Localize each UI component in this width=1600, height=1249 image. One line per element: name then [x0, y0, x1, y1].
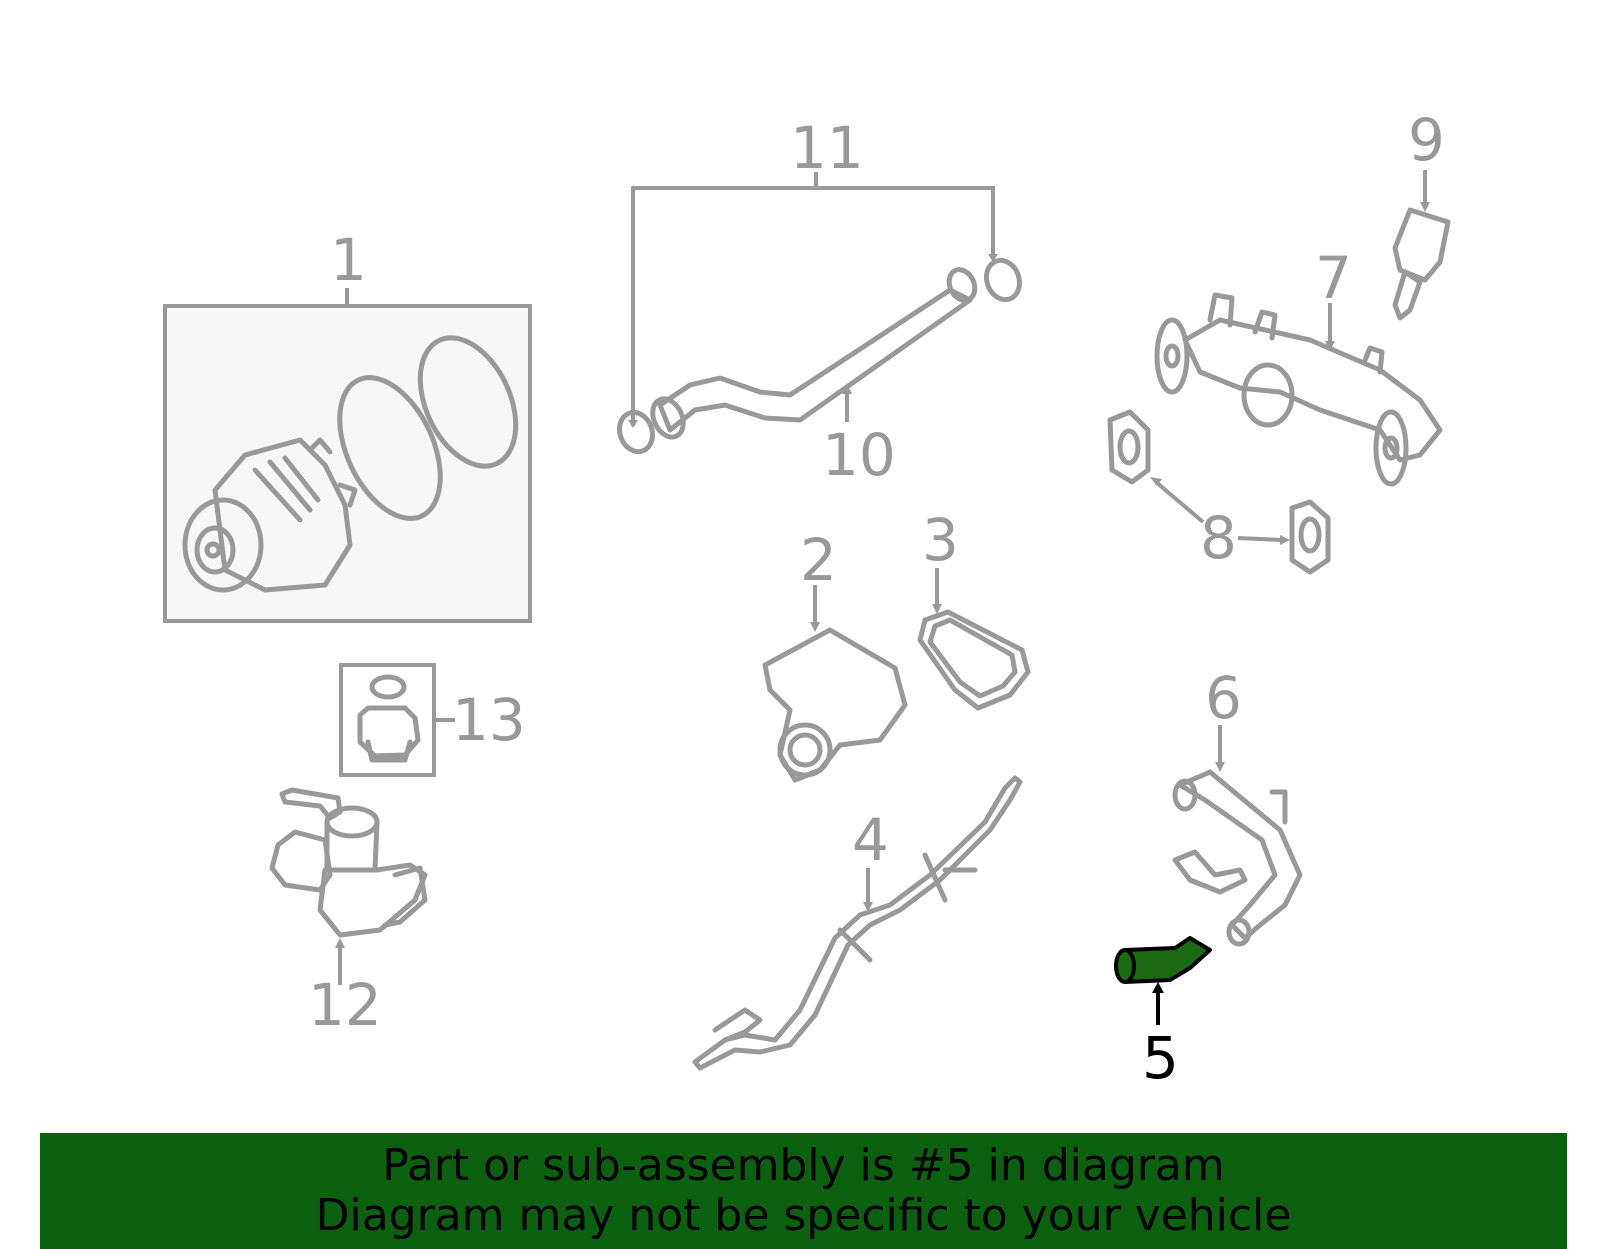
part-info-banner: Part or sub-assembly is #5 in diagram Di…: [40, 1133, 1567, 1249]
callout-label-12: 12: [308, 971, 382, 1039]
banner-line-2: Diagram may not be specific to your vehi…: [315, 1190, 1292, 1241]
part-6-coolant-pipe: [1172, 725, 1303, 947]
callout-label-13: 13: [452, 686, 526, 754]
part-3-gasket: [917, 568, 1031, 711]
callout-label-7: 7: [1315, 244, 1352, 312]
callout-label-10: 10: [822, 421, 896, 489]
part-9-sensor: [1392, 170, 1451, 321]
callout-label-11: 11: [790, 114, 864, 182]
part-1-water-pump: [163, 288, 532, 623]
part-8-gaskets: [1107, 409, 1331, 575]
part-13-cap: [339, 663, 455, 777]
part-4-pipe-assembly: [692, 775, 1023, 1071]
part-12-filler-housing: [269, 787, 428, 985]
part-10-coolant-pipe: [616, 172, 1023, 455]
callout-label-9: 9: [1408, 106, 1445, 174]
callout-label-5: 5: [1142, 1024, 1179, 1092]
banner-line-1: Part or sub-assembly is #5 in diagram: [382, 1140, 1225, 1191]
part-5-hose-highlighted: [1114, 936, 1212, 1025]
callout-label-8: 8: [1200, 504, 1237, 572]
callout-label-2: 2: [800, 526, 837, 594]
callout-label-1: 1: [330, 226, 367, 294]
callout-label-6: 6: [1205, 664, 1242, 732]
callout-label-4: 4: [852, 806, 889, 874]
part-2-thermostat-housing: [762, 585, 908, 783]
callout-label-3: 3: [922, 506, 959, 574]
part-7-water-outlet: [1154, 292, 1443, 487]
